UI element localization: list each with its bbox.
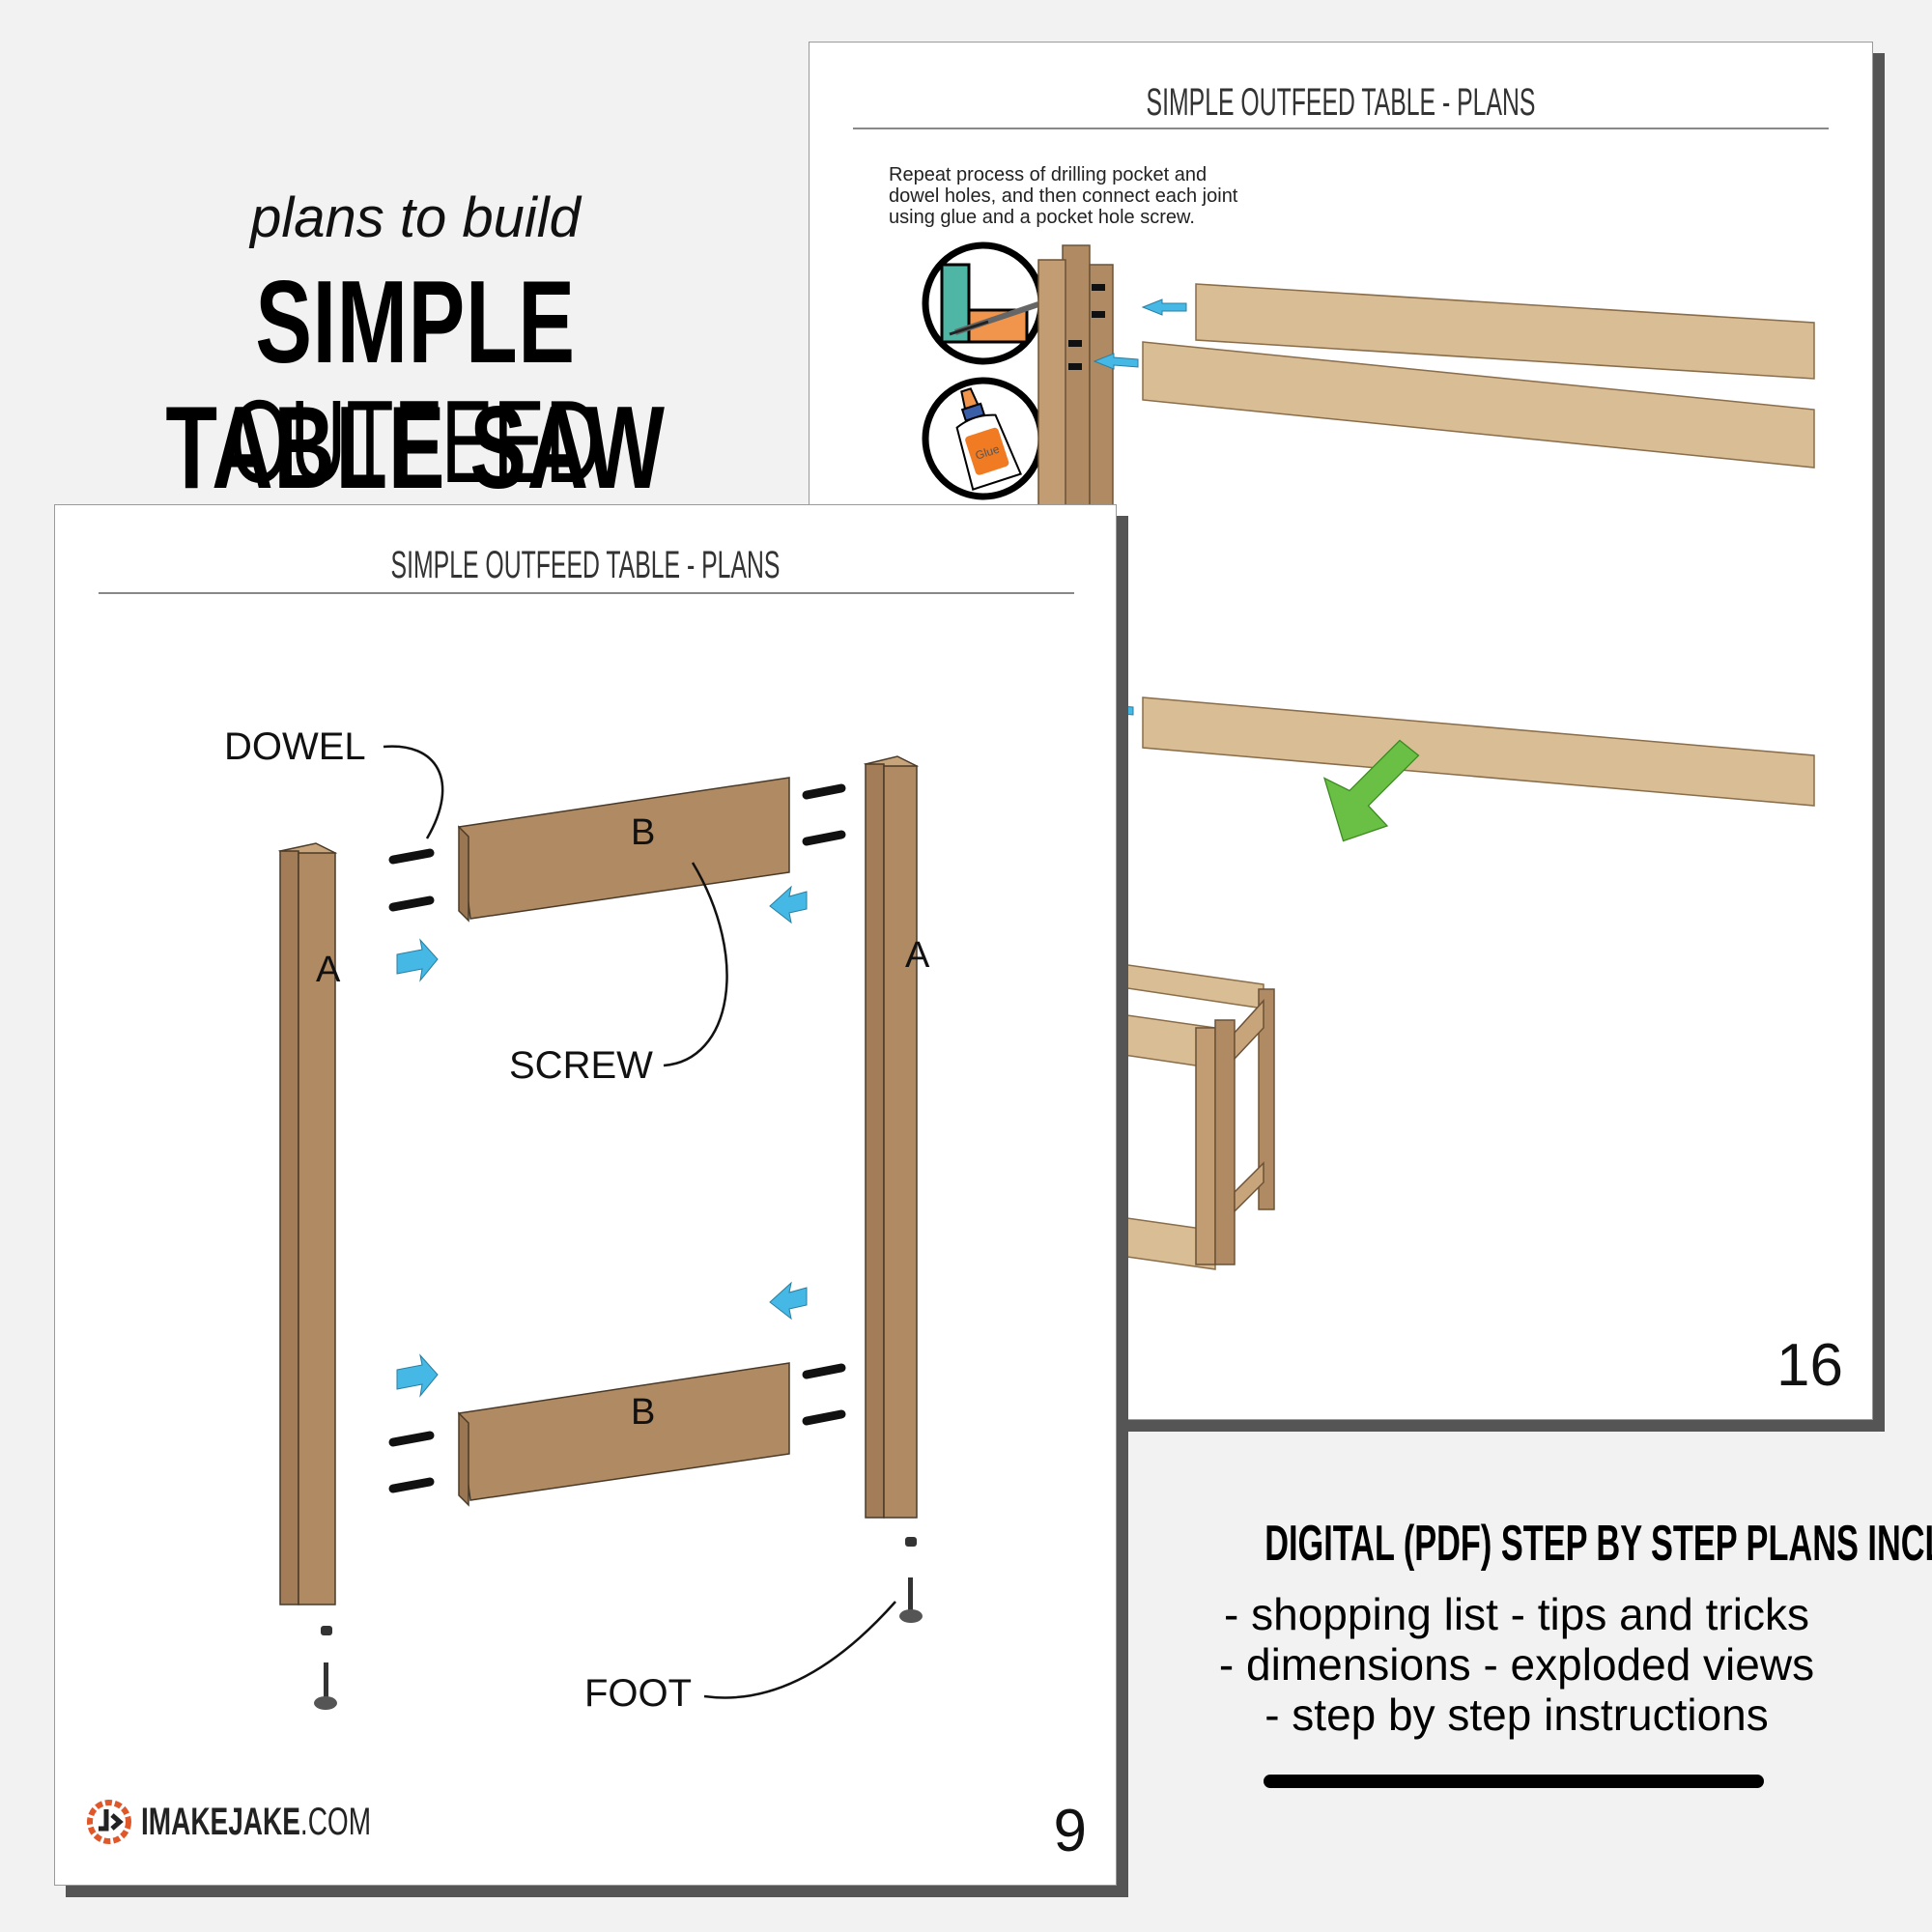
page-number: 16 (1776, 1332, 1843, 1399)
feature-line: - step by step instructions (1264, 1690, 1769, 1740)
plan-page-9: SIMPLE OUTFEED TABLE - PLANS (54, 504, 1117, 1886)
logo-text: IMAKEJAKE.COM (141, 1800, 372, 1843)
dowel-callout: DOWEL (224, 725, 366, 768)
part-label-leg-left: A (316, 950, 341, 990)
page-header: SIMPLE OUTFEED TABLE - PLANS (1146, 81, 1536, 124)
part-label-rail-top: B (631, 812, 656, 853)
header-rule (99, 592, 1074, 594)
screw-callout: SCREW (509, 1044, 653, 1087)
leg-assembly-illustration (277, 745, 923, 1710)
feature-line: - shopping list - tips and tricks (1224, 1589, 1809, 1639)
header-rule (853, 128, 1829, 129)
pocket-screw-icon (922, 242, 1045, 365)
instruction-text: Repeat process of drilling pocket and do… (889, 164, 1238, 228)
page-number: 9 (1053, 1798, 1087, 1864)
part-label-rail-bottom: B (631, 1392, 656, 1433)
foot-callout: FOOT (584, 1672, 693, 1715)
features-heading: DIGITAL (PDF) STEP BY STEP PLANS INCLUDE… (1264, 1516, 1932, 1572)
page-header: SIMPLE OUTFEED TABLE - PLANS (390, 544, 781, 586)
glue-bottle-icon: Glue (922, 377, 1045, 500)
title-line-1: SIMPLE TABLE SAW (165, 256, 666, 513)
part-label-leg-right: A (905, 935, 930, 976)
tagline: plans to build (250, 186, 581, 249)
feature-line: - dimensions - exploded views (1218, 1639, 1815, 1690)
saw-blade-logo-icon (87, 1800, 131, 1844)
divider-bar (1264, 1775, 1764, 1788)
brand-logo: IMAKEJAKE.COM (85, 1795, 469, 1849)
